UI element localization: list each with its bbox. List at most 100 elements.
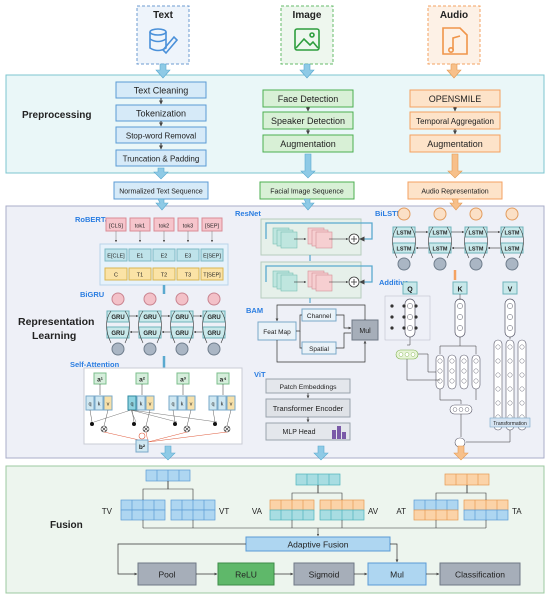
vector-element: [407, 325, 413, 331]
attention-query-link: [130, 409, 137, 423]
additive-value-vector: [517, 339, 527, 431]
bam-channel: Channel: [307, 313, 332, 320]
attention-q-label: q: [211, 402, 214, 408]
bigru-input-node: [175, 342, 189, 356]
fusion-chain-classification: [439, 562, 521, 586]
bigru-backward-label: GRU: [111, 331, 124, 337]
vit-label: ViT: [254, 370, 266, 379]
vector-element: [437, 378, 443, 384]
attention-head-label: a³: [180, 377, 187, 384]
representation-title-line2: Learning: [32, 330, 76, 342]
bigru-backward-label: GRU: [175, 331, 188, 337]
fusion-pair-label: AV: [368, 507, 379, 516]
text-input: Text: [136, 5, 190, 65]
audio-preprocessing: OPENSMILE Temporal Aggregation Augmentat…: [409, 89, 501, 153]
vector-element: [507, 314, 513, 320]
audio-column-title: Audio: [440, 10, 468, 21]
vit-block: Patch Embeddings Transformer Encoder MLP…: [265, 378, 351, 441]
resnet-feature-map: [280, 231, 298, 249]
attention-output: [135, 439, 149, 453]
fusion-pair-label: AT: [396, 507, 406, 516]
bigru-output-node: [111, 292, 125, 306]
text-cleaning-step: Text Cleaning: [134, 86, 189, 96]
resnet-block: [260, 218, 373, 299]
bilstm-backward-label: LSTM: [433, 247, 448, 253]
attention-head-label: a⁴: [220, 377, 227, 384]
bilstm-loop: [410, 226, 416, 259]
additive-connector: [439, 337, 461, 354]
output-to-rep-arrows: [155, 198, 463, 211]
vector-element: [495, 386, 501, 392]
bigru-output-node: [175, 292, 189, 306]
attention-q-label: q: [171, 402, 174, 408]
truncation-padding-step: Truncation & Padding: [123, 155, 200, 164]
additive-crosspoint-grid: [384, 295, 431, 341]
bigru-backward-label: GRU: [207, 331, 220, 337]
fusion-pair-label: TV: [102, 507, 113, 516]
vector-element: [519, 344, 525, 350]
roberta-embedding: [152, 248, 176, 262]
bilstm-label: BiLSTM: [375, 209, 403, 218]
fusion-chain-label: ReLU: [235, 570, 257, 580]
attention-score-dot: [132, 422, 136, 426]
vector-element: [449, 358, 455, 364]
vector-element: [495, 400, 501, 406]
attention-score-dot: [173, 422, 177, 426]
fusion-pair-label: VT: [219, 507, 229, 516]
fusion-branch: [167, 481, 194, 500]
bilstm-forward-label: LSTM: [433, 231, 448, 237]
vector-element: [457, 314, 463, 320]
attention-output-label: b²: [139, 444, 146, 451]
bilstm-backward-label: LSTM: [505, 247, 520, 253]
representation-title-line1: Representation: [18, 316, 94, 328]
attention-v-label: v: [149, 402, 152, 408]
image-column-title: Image: [293, 10, 322, 21]
vector-element: [457, 303, 463, 309]
plus-icon: [351, 236, 357, 242]
bilstm-output-node: [433, 207, 447, 221]
grid-dot: [402, 304, 406, 308]
additive-connector: [418, 353, 436, 373]
vector-element: [407, 303, 413, 309]
vector-element: [461, 358, 467, 364]
resnet-feature-map: [315, 231, 333, 249]
attention-head-label: a¹: [97, 377, 103, 384]
bigru-forward-cell: [138, 310, 162, 323]
bigru-forward-cell: [106, 310, 130, 323]
bigru-forward-label: GRU: [111, 315, 124, 321]
vector-element: [495, 358, 501, 364]
input-arrows: [155, 63, 462, 79]
face-detection-step: Face Detection: [278, 94, 339, 104]
fusion-chain-label: Classification: [455, 570, 505, 580]
attention-k-label: k: [181, 402, 184, 408]
vector-element: [519, 400, 525, 406]
vector-element: [458, 407, 464, 412]
roberta-output-label: T1: [137, 273, 143, 279]
roberta-token-label: tok2: [159, 224, 169, 230]
bilstm-output-node: [505, 207, 519, 221]
bilstm-output-node: [469, 207, 483, 221]
preprocessing-title: Preprocessing: [22, 110, 91, 121]
attention-query-link: [130, 409, 218, 423]
additive-v-box: [502, 281, 518, 295]
attention-k-vector: [177, 395, 187, 411]
vector-element: [507, 325, 513, 331]
self-attention-label: Self-Attention: [70, 360, 120, 369]
bigru-loop: [106, 310, 112, 344]
bigru-label: BiGRU: [80, 290, 104, 299]
attention-v-label: v: [230, 402, 233, 408]
roberta-token-label: tok3: [183, 224, 193, 230]
adaptive-fusion-label: Adaptive Fusion: [288, 540, 349, 550]
fusion-pair-label: VA: [252, 507, 263, 516]
roberta-token-label: [CLS]: [109, 224, 123, 230]
roberta-embedding: [128, 248, 152, 262]
vector-element: [398, 352, 404, 357]
database-pencil-icon: [149, 28, 179, 55]
attention-k-vector: [136, 395, 146, 411]
grid-dot: [402, 315, 406, 319]
vector-element: [464, 407, 470, 412]
plus-icon: [351, 279, 357, 285]
